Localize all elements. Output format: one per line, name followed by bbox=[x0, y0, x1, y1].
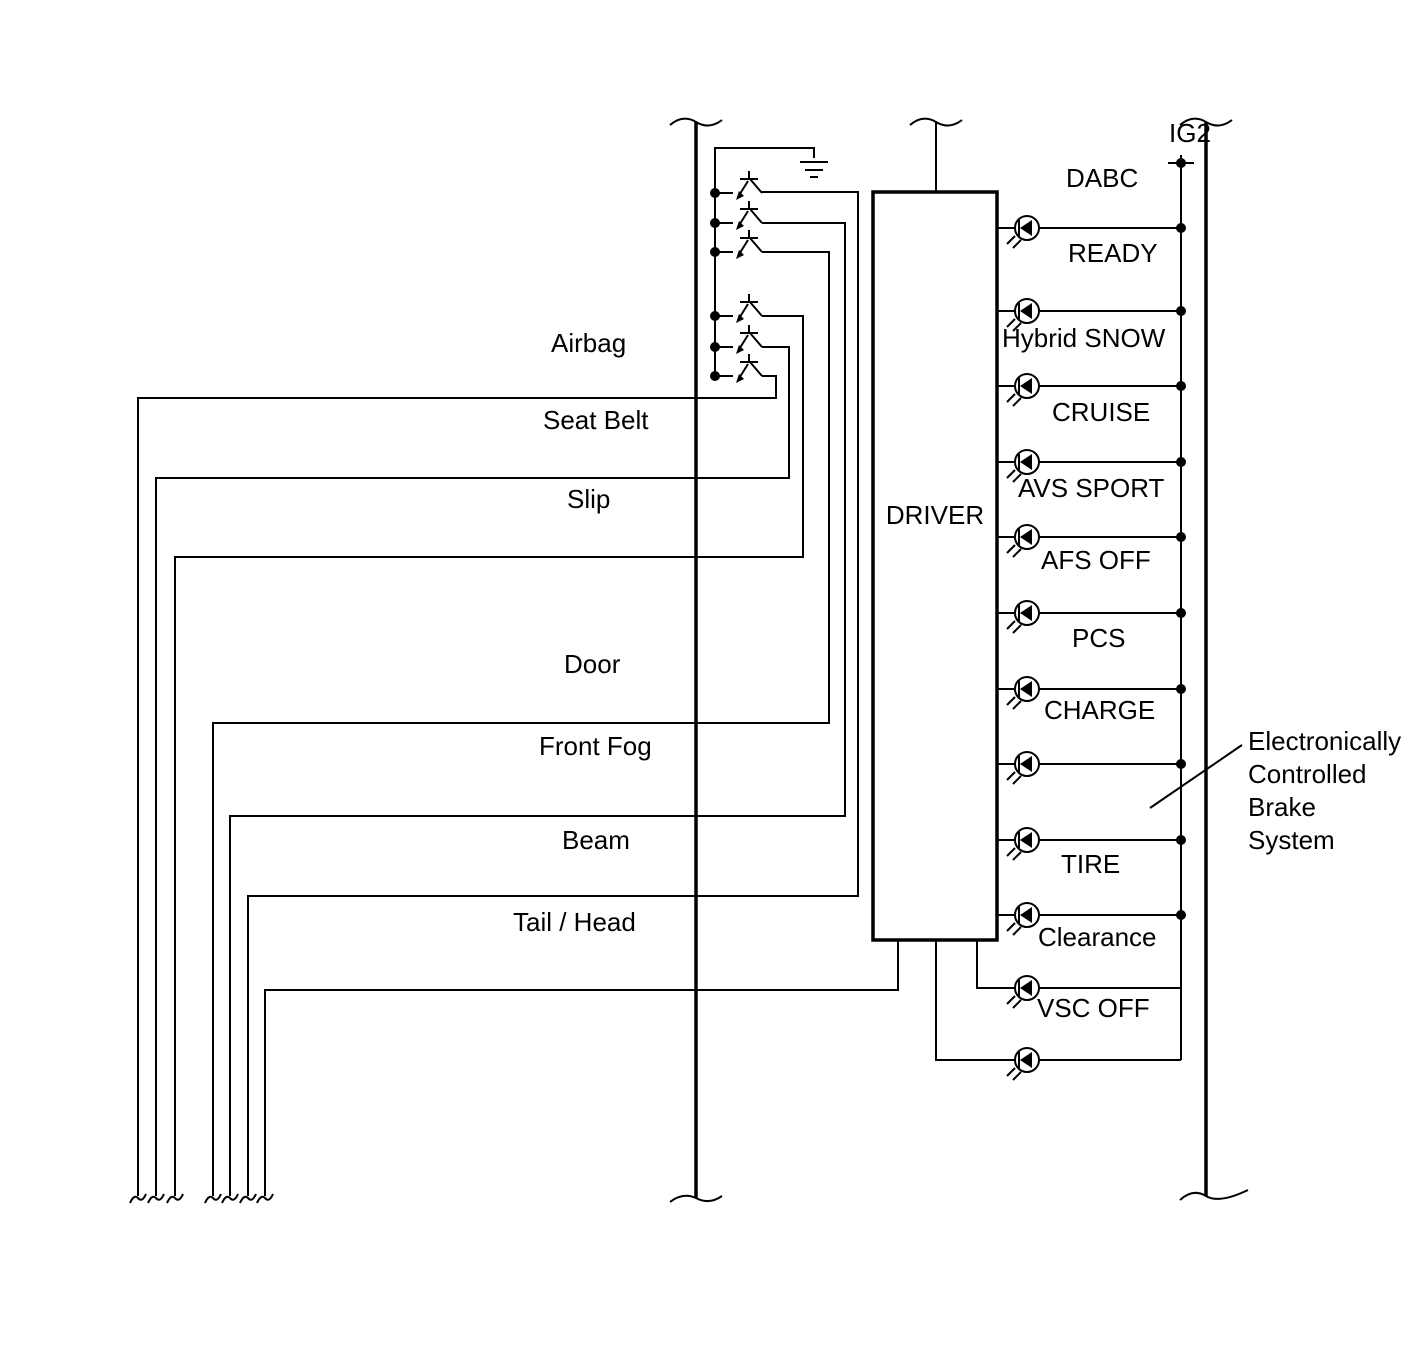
brake-callout-line-1: Electronically bbox=[1248, 726, 1401, 756]
break-mark bbox=[129, 1193, 147, 1204]
driver-box bbox=[871, 190, 999, 942]
brake-callout-line-2: Controlled bbox=[1248, 759, 1367, 789]
brake-callout-leader bbox=[1149, 744, 1243, 809]
label-ready: READY bbox=[1068, 238, 1158, 268]
break-mark bbox=[221, 1193, 239, 1204]
switch-wires bbox=[137, 191, 899, 1196]
led-icon bbox=[1006, 1047, 1040, 1081]
break-mark bbox=[166, 1193, 184, 1204]
label-avs-sport: AVS SPORT bbox=[1018, 473, 1165, 503]
led-group bbox=[1006, 215, 1040, 1081]
driver-label: DRIVER bbox=[886, 500, 984, 530]
label-seat-belt: Seat Belt bbox=[543, 405, 649, 435]
transistor-icon bbox=[710, 294, 763, 323]
led-icon bbox=[1006, 827, 1040, 861]
label-hybrid-snow: Hybrid SNOW bbox=[1002, 323, 1166, 353]
led-icon bbox=[1006, 975, 1040, 1009]
transistor-icon bbox=[710, 325, 763, 354]
ground-icon bbox=[800, 161, 828, 178]
transistor-icon bbox=[710, 201, 763, 230]
label-door: Door bbox=[564, 649, 621, 679]
led-icon bbox=[1006, 373, 1040, 407]
label-charge: CHARGE bbox=[1044, 695, 1155, 725]
led-icon bbox=[1006, 524, 1040, 558]
label-slip: Slip bbox=[567, 484, 610, 514]
transistor-icon bbox=[710, 230, 763, 259]
break-mark bbox=[147, 1193, 165, 1204]
ig2-bus bbox=[1168, 117, 1249, 1201]
label-airbag: Airbag bbox=[551, 328, 626, 358]
break-mark bbox=[256, 1193, 274, 1204]
brake-callout-line-3: Brake bbox=[1248, 792, 1316, 822]
driver-feed bbox=[909, 117, 963, 192]
led-icon bbox=[1006, 600, 1040, 634]
led-icon bbox=[1006, 902, 1040, 936]
switch-block bbox=[714, 147, 828, 376]
transistor-icon bbox=[710, 354, 763, 383]
break-mark bbox=[204, 1193, 222, 1204]
led-icon bbox=[1006, 449, 1040, 483]
led-icon bbox=[1006, 215, 1040, 249]
transistor-group bbox=[710, 171, 763, 383]
label-front-fog: Front Fog bbox=[539, 731, 652, 761]
label-cruise: CRUISE bbox=[1052, 397, 1150, 427]
label-clearance: Clearance bbox=[1038, 922, 1157, 952]
wire-break-marks bbox=[129, 1193, 274, 1204]
label-vsc-off: VSC OFF bbox=[1037, 993, 1150, 1023]
break-mark bbox=[239, 1193, 257, 1204]
label-tail-head: Tail / Head bbox=[513, 907, 636, 937]
led-icon bbox=[1006, 298, 1040, 332]
label-dabc: DABC bbox=[1066, 163, 1138, 193]
led-icon bbox=[1006, 676, 1040, 710]
led-icon bbox=[1006, 751, 1040, 785]
transistor-icon bbox=[710, 171, 763, 200]
brake-callout-line-4: System bbox=[1248, 825, 1335, 855]
ig2-label: IG2 bbox=[1169, 118, 1211, 148]
left-bus bbox=[669, 117, 723, 1203]
label-pcs: PCS bbox=[1072, 623, 1125, 653]
label-tire: TIRE bbox=[1061, 849, 1120, 879]
label-afs-off: AFS OFF bbox=[1041, 545, 1151, 575]
label-beam: Beam bbox=[562, 825, 630, 855]
